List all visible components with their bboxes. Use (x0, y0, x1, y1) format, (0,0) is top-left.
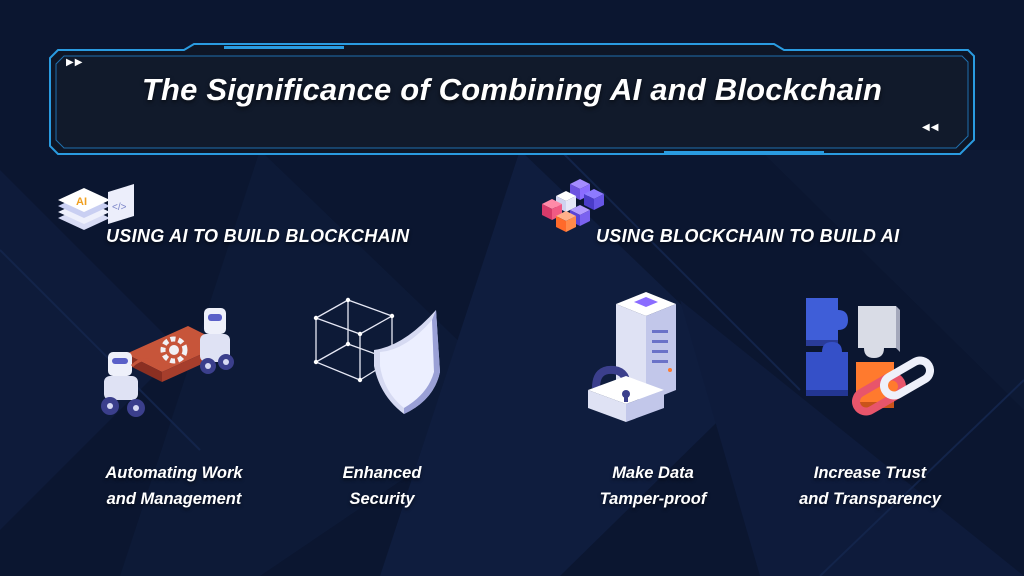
server-lock-icon (588, 292, 676, 422)
caption-line: Tamper-proof (599, 490, 707, 508)
ai-badge-text: AI (76, 196, 87, 208)
caption-line: and Transparency (799, 490, 941, 508)
caption-tamper-proof: Make Data Tamper-proof (570, 460, 736, 512)
caption-line: Automating Work (105, 464, 243, 482)
caption-line: Enhanced (342, 464, 422, 482)
section-heading-blockchain-for-ai: USING BLOCKCHAIN TO BUILD AI (596, 226, 900, 246)
puzzle-chain-icon (806, 298, 934, 416)
section-heading-ai-for-blockchain: USING AI TO BUILD BLOCKCHAIN (106, 226, 410, 246)
caption-enhanced-security: Enhanced Security (312, 460, 452, 512)
caption-line: Increase Trust (813, 464, 927, 482)
ai-code-stack-icon: AI </> (58, 184, 134, 230)
caption-line: and Management (106, 490, 242, 508)
cube-shield-icon (313, 297, 440, 414)
caption-automating-work: Automating Work and Management (76, 460, 272, 512)
caption-trust-transparency: Increase Trust and Transparency (770, 460, 970, 512)
arrows-right-icon: ▶▶ (66, 57, 84, 68)
arrows-left-icon: ◀◀ (922, 122, 940, 133)
caption-line: Security (349, 490, 415, 508)
code-badge-text: </> (112, 202, 127, 213)
title-frame (49, 43, 975, 155)
caption-line: Make Data (612, 464, 694, 482)
robot-assembly-icon (101, 308, 234, 417)
page-title: The Significance of Combining AI and Blo… (141, 72, 883, 107)
blocks-icon (542, 179, 604, 232)
